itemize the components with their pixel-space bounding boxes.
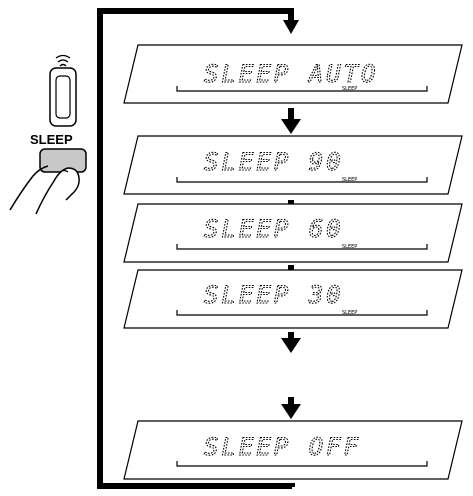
sleep-indicator: SLEEP <box>342 244 357 250</box>
finger-press-icon <box>10 166 79 214</box>
loop-arrowhead <box>283 20 299 34</box>
display-text: SLEEP 90 <box>204 148 344 176</box>
step-arrow <box>281 332 301 353</box>
display-panel: SLEEP OFF <box>124 421 462 479</box>
display-panel: SLEEP 30 SLEEP <box>124 270 462 328</box>
display-text: SLEEP 30 <box>204 281 344 309</box>
display-text: SLEEP 60 <box>204 215 344 243</box>
step-arrow <box>281 397 301 419</box>
display-text: SLEEP OFF <box>204 433 361 461</box>
remote-control-icon <box>50 56 76 127</box>
sleep-indicator: SLEEP <box>342 310 357 316</box>
display-panel: SLEEP 90 SLEEP <box>124 136 462 194</box>
sleep-button[interactable]: SLEEP <box>30 132 86 172</box>
sleep-button-label: SLEEP <box>30 132 73 147</box>
display-panel: SLEEP AUTO SLEEP <box>124 45 462 103</box>
display-text: SLEEP AUTO <box>204 60 379 88</box>
sleep-indicator: SLEEP <box>342 177 357 183</box>
step-arrow <box>281 108 301 134</box>
sleep-indicator: SLEEP <box>342 86 357 92</box>
display-panel: SLEEP 60 SLEEP <box>124 204 462 262</box>
